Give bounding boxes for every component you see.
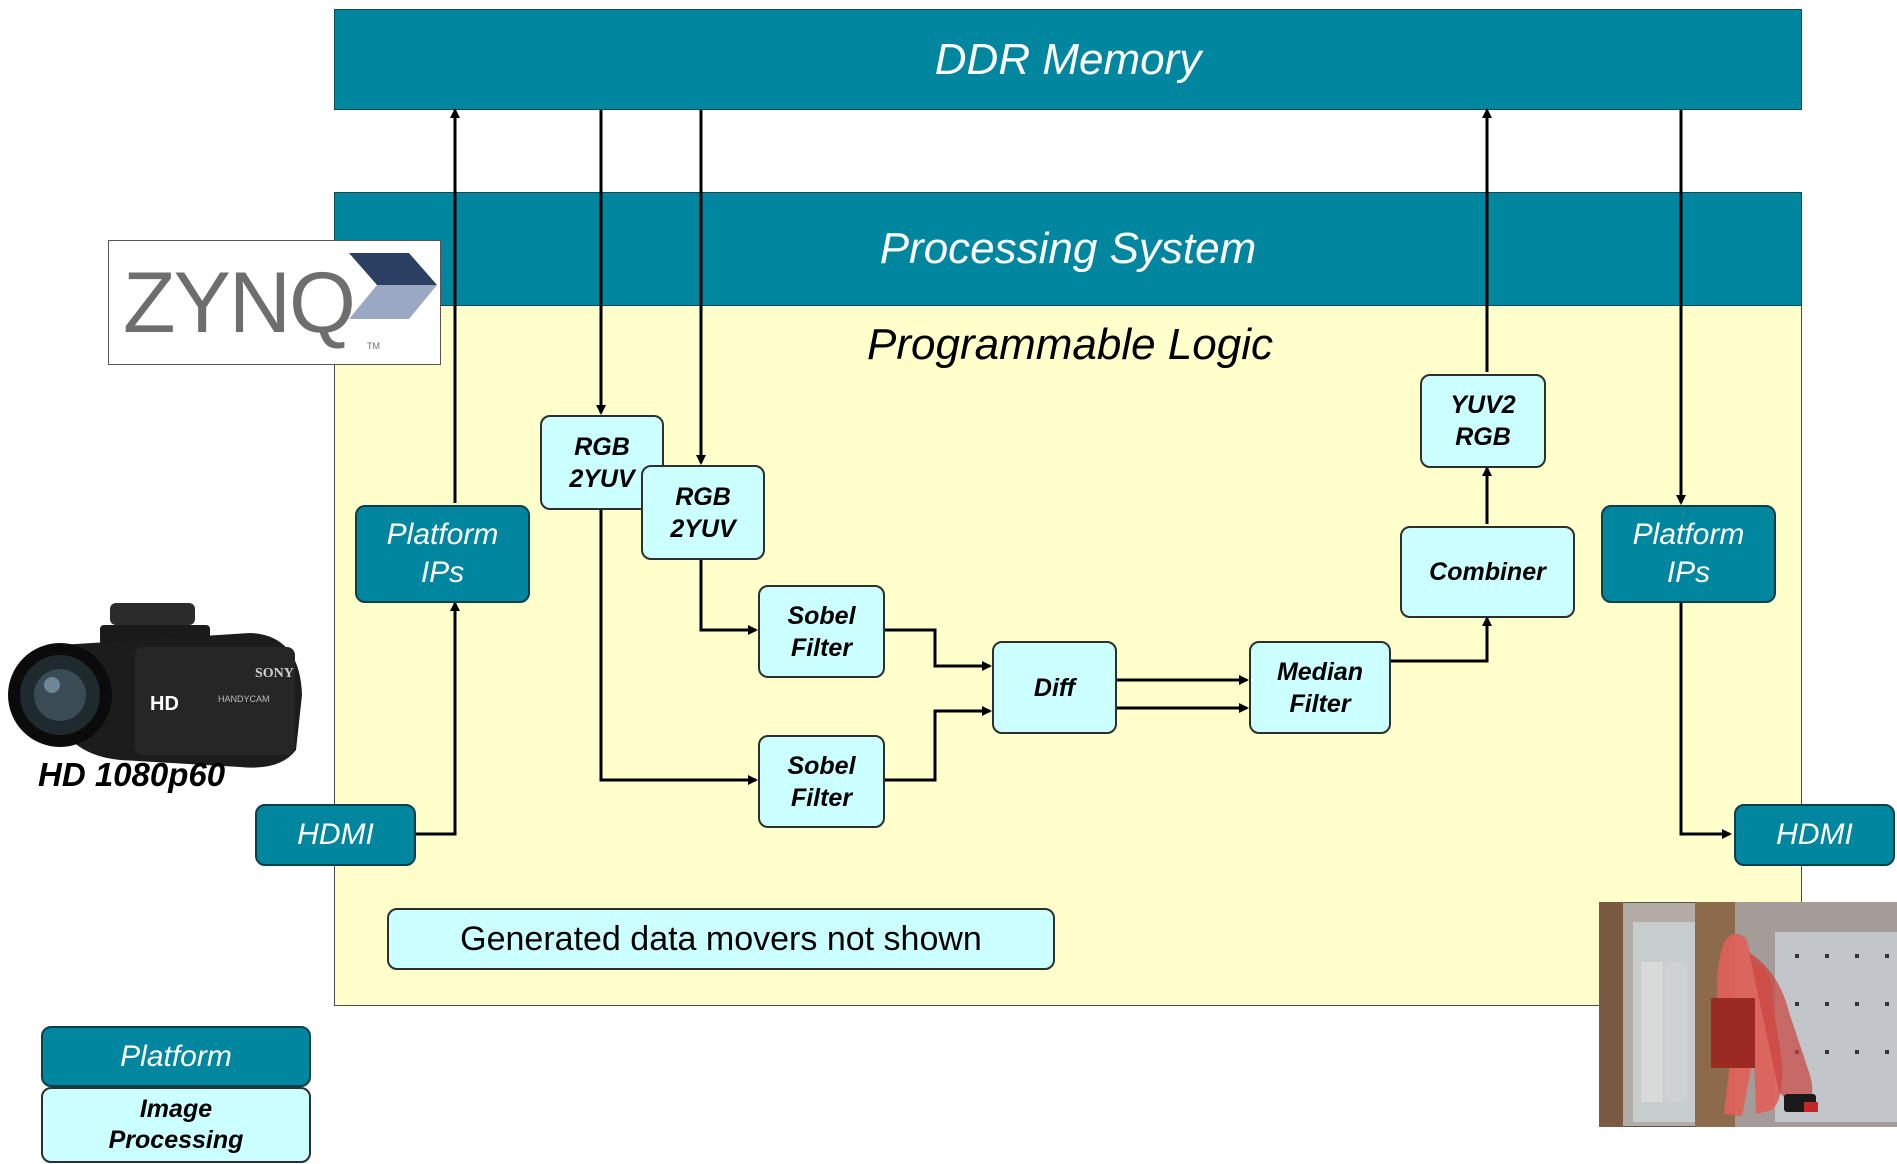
hdmi-input-block: HDMI — [255, 804, 416, 866]
hdmi-output-block: HDMI — [1734, 804, 1895, 866]
rgb2yuv-block-2: RGB 2YUV — [641, 465, 765, 560]
platform-ips-left-line1: Platform — [386, 518, 499, 551]
hdmi-output-label: HDMI — [1776, 818, 1853, 851]
median-line1: Median — [1276, 657, 1364, 686]
platform-ips-right-line2: IPs — [1666, 556, 1711, 589]
data-movers-note: Generated data movers not shown — [387, 908, 1055, 970]
camera-model: HANDYCAM — [218, 694, 270, 704]
platform-ips-left-line2: IPs — [420, 556, 465, 589]
sobel-1-line2: Filter — [790, 633, 853, 662]
sobel-1-line1: Sobel — [787, 601, 856, 630]
camera-label: HD 1080p60 — [38, 756, 226, 793]
median-filter-block: Median Filter — [1249, 641, 1391, 734]
legend-image-processing-line2: Processing — [108, 1126, 244, 1154]
rgb2yuv-2-line1: RGB — [675, 482, 731, 511]
rgb2yuv-2-line2: 2YUV — [670, 514, 736, 543]
legend-image-processing: Image Processing — [41, 1087, 311, 1163]
ddr-memory-block: DDR Memory — [334, 9, 1802, 110]
legend-platform: Platform — [41, 1026, 311, 1087]
yuv2rgb-block: YUV2 RGB — [1420, 374, 1546, 468]
zynq-trademark: TM — [367, 341, 380, 351]
output-video-frame — [1599, 902, 1897, 1127]
sobel-filter-block-1: Sobel Filter — [758, 585, 885, 678]
combiner-label: Combiner — [1429, 558, 1546, 586]
camera-brand: SONY — [255, 666, 294, 681]
ddr-memory-label: DDR Memory — [934, 34, 1202, 84]
programmable-logic-label: Programmable Logic — [867, 320, 1273, 369]
diff-block: Diff — [992, 641, 1117, 734]
camera-hd-mark: HD — [150, 693, 179, 715]
data-movers-note-text: Generated data movers not shown — [460, 919, 982, 958]
sobel-2-line2: Filter — [790, 783, 853, 812]
sobel-filter-block-2: Sobel Filter — [758, 735, 885, 828]
zynq-logo-text: ZYNQ — [123, 255, 356, 351]
zynq-chevron-icon — [349, 253, 437, 319]
yuv2rgb-line1: YUV2 — [1450, 391, 1516, 419]
median-line2: Filter — [1289, 689, 1351, 718]
processing-system-block: Processing System — [334, 192, 1802, 306]
legend-platform-label: Platform — [120, 1039, 232, 1073]
rgb2yuv-1-line2: 2YUV — [569, 464, 635, 493]
rgb2yuv-1-line1: RGB — [574, 432, 630, 461]
combiner-block: Combiner — [1400, 526, 1575, 618]
yuv2rgb-line2: RGB — [1455, 423, 1511, 451]
diff-label: Diff — [1033, 673, 1076, 702]
camera-image: SONY HD HANDYCAM — [8, 603, 302, 768]
legend-image-processing-line1: Image — [139, 1095, 213, 1123]
platform-ips-right-block: Platform IPs — [1601, 505, 1776, 603]
platform-ips-left-block: Platform IPs — [355, 505, 530, 603]
hdmi-input-label: HDMI — [297, 818, 374, 851]
sobel-2-line1: Sobel — [787, 751, 856, 780]
platform-ips-right-line1: Platform — [1632, 518, 1745, 551]
zynq-logo: ZYNQ TM — [108, 240, 441, 365]
processing-system-label: Processing System — [879, 224, 1257, 273]
